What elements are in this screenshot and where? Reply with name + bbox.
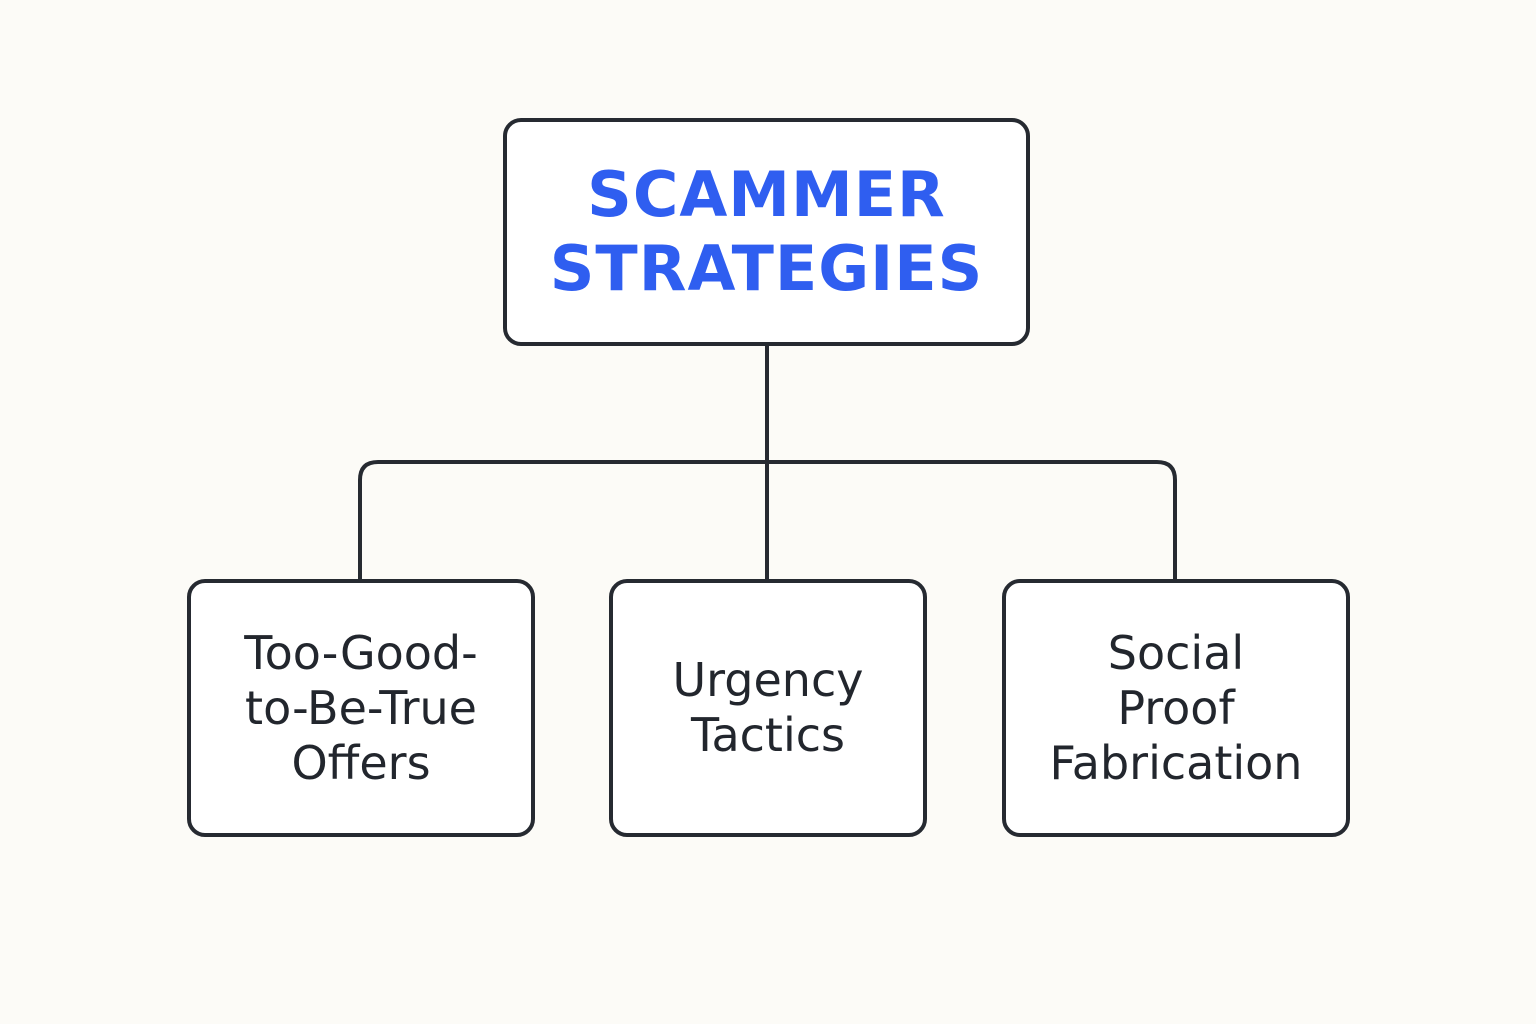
child-node-social-proof: Social Proof Fabrication (1002, 579, 1350, 837)
child-node-urgency: Urgency Tactics (609, 579, 927, 837)
root-title-line-2: STRATEGIES (549, 232, 984, 305)
child-label-urgency: Urgency Tactics (673, 653, 864, 763)
root-title: SCAMMER STRATEGIES (550, 158, 983, 306)
child-offers-line-2: to-Be-True (245, 680, 477, 735)
child-node-offers: Too-Good- to-Be-True Offers (187, 579, 535, 837)
child-label-social-proof: Social Proof Fabrication (1050, 626, 1303, 791)
child-urgency-line-1: Urgency (672, 653, 864, 707)
child-offers-line-3: Offers (291, 735, 431, 790)
child-social-line-3: Fabrication (1049, 735, 1303, 790)
child-offers-line-1: Too-Good- (244, 625, 478, 680)
child-urgency-line-2: Tactics (690, 708, 846, 762)
root-title-line-1: SCAMMER (587, 158, 946, 231)
child-label-offers: Too-Good- to-Be-True Offers (244, 626, 477, 791)
child-social-line-2: Proof (1117, 680, 1235, 735)
child-social-line-1: Social (1107, 625, 1245, 680)
root-node: SCAMMER STRATEGIES (503, 118, 1030, 346)
